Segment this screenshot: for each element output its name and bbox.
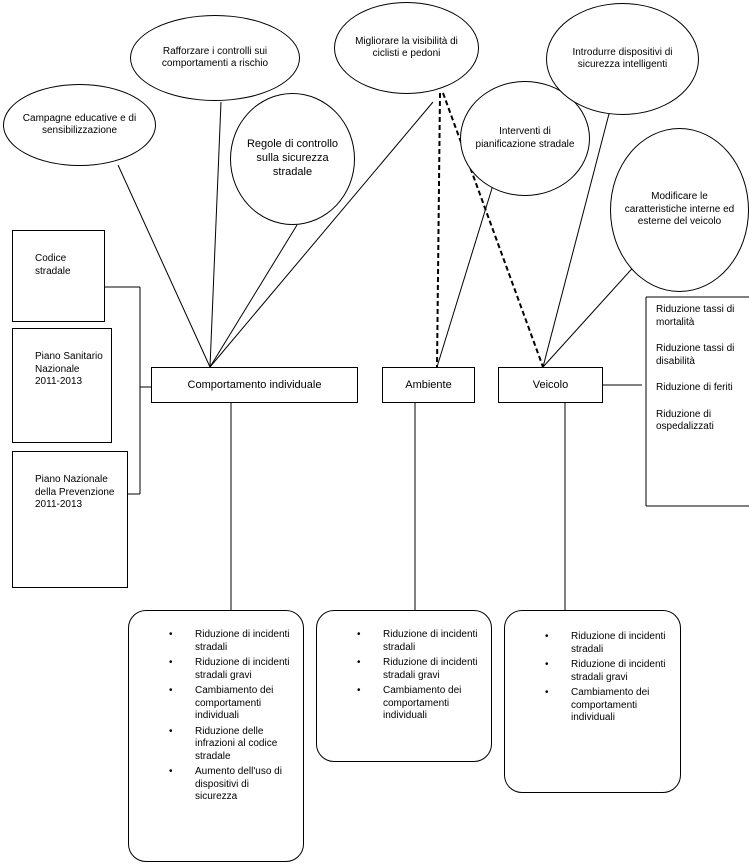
effect-item: Riduzione tassi di mortalità: [656, 304, 735, 328]
effect-item: Riduzione di feriti: [656, 382, 733, 393]
outcome-item: Cambiamento dei comportamenti individual…: [169, 685, 293, 723]
intervention-dispositivi: Introdurre dispositivi di sicurezza inte…: [546, 3, 699, 115]
outcomes-comportamento: Riduzione di incidenti stradali Riduzion…: [128, 610, 304, 862]
intervention-campagne: Campagne educative e di sensibilizzazion…: [3, 84, 156, 166]
outcome-item: Riduzione delle infrazioni al codice str…: [169, 726, 293, 764]
doc-piano-sanitario: Piano Sanitario Nazionale 2011-2013: [12, 328, 112, 443]
category-veicolo: Veicolo: [498, 367, 603, 403]
intervention-modificare: Modificare le caratteristiche interne ed…: [610, 128, 749, 292]
intervention-rafforzare: Rafforzare i controlli sui comportamenti…: [130, 15, 300, 101]
outcome-item: Riduzione di incidenti stradali gravi: [357, 657, 481, 682]
outcome-item: Cambiamento dei comportamenti individual…: [357, 685, 481, 723]
intervention-migliorare: Migliorare la visibilità di ciclisti e p…: [334, 2, 479, 94]
outcome-item: Riduzione di incidenti stradali: [169, 629, 293, 654]
outcome-item: Riduzione di incidenti stradali gravi: [169, 657, 293, 682]
outcome-item: Riduzione di incidenti stradali gravi: [545, 659, 670, 684]
outcomes-ambiente: Riduzione di incidenti stradali Riduzion…: [316, 610, 492, 762]
effect-item: Riduzione tassi di disabilità: [656, 343, 735, 367]
doc-codice-stradale: Codice stradale: [12, 230, 105, 322]
effect-item: Riduzione di ospedalizzati: [656, 408, 714, 433]
category-ambiente: Ambiente: [382, 367, 475, 403]
intervention-regole: Regole di controllo sulla sicurezza stra…: [230, 93, 355, 225]
outcome-item: Riduzione di incidenti stradali: [357, 629, 481, 654]
effects-list: Riduzione tassi di mortalità Riduzione t…: [656, 304, 748, 448]
outcome-item: Riduzione di incidenti stradali: [545, 631, 670, 656]
outcome-item: Aumento dell'uso di dispositivi di sicur…: [169, 766, 293, 804]
intervention-pianificazione: Interventi di pianificazione stradale: [460, 81, 590, 196]
outcomes-veicolo: Riduzione di incidenti stradali Riduzion…: [504, 610, 681, 793]
category-comportamento: Comportamento individuale: [151, 367, 358, 403]
doc-piano-prevenzione: Piano Nazionale della Prevenzione 2011-2…: [12, 451, 128, 588]
outcome-item: Cambiamento dei comportamenti individual…: [545, 687, 670, 725]
